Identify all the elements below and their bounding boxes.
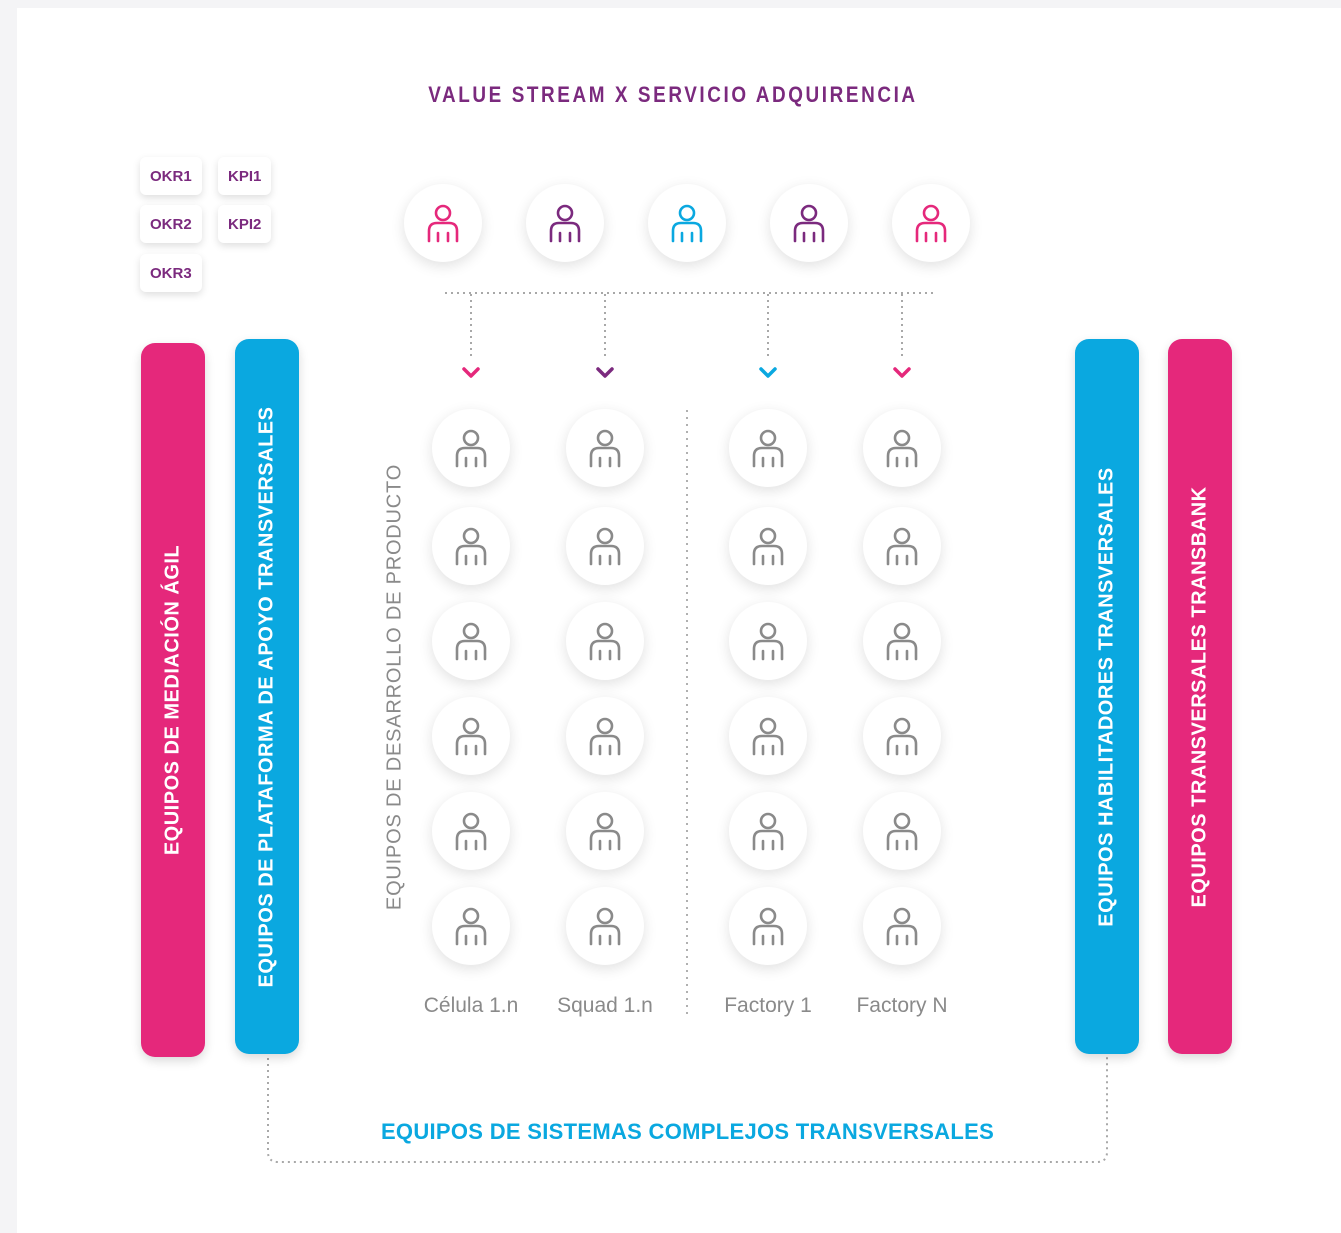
team-member-avatar — [729, 602, 807, 680]
team-member-avatar — [432, 507, 510, 585]
chevron-down-icon — [462, 367, 480, 378]
column-label-factory-n: Factory N — [856, 994, 948, 1017]
person-icon — [886, 527, 918, 566]
okr2-chip: OKR2 — [140, 205, 202, 243]
person-icon — [589, 622, 621, 661]
team-member-avatar — [729, 409, 807, 487]
person-icon — [455, 717, 487, 756]
person-icon — [455, 429, 487, 468]
person-icon — [752, 527, 784, 566]
chevron-down-icon — [893, 367, 911, 378]
person-icon — [886, 812, 918, 851]
person-icon — [886, 429, 918, 468]
team-member-avatar — [432, 792, 510, 870]
person-icon — [752, 812, 784, 851]
person-icon — [455, 907, 487, 946]
person-icon — [455, 812, 487, 851]
mediacion-agil-label: EQUIPOS DE MEDIACIÓN ÁGIL — [161, 544, 184, 856]
person-icon — [793, 204, 825, 243]
team-member-avatar — [566, 409, 644, 487]
person-icon — [589, 527, 621, 566]
transbank-bar: EQUIPOS TRANSVERSALES TRANSBANK — [1168, 339, 1232, 1054]
team-member-avatar — [863, 792, 941, 870]
habilitadores-bar: EQUIPOS HABILITADORES TRANSVERSALES — [1075, 339, 1139, 1054]
person-icon — [549, 204, 581, 243]
team-member-avatar — [729, 792, 807, 870]
person-icon — [752, 717, 784, 756]
mediacion-agil-bar: EQUIPOS DE MEDIACIÓN ÁGIL — [141, 343, 205, 1057]
person-icon — [886, 907, 918, 946]
stakeholder-avatar — [648, 184, 726, 262]
team-member-avatar — [566, 792, 644, 870]
team-member-avatar — [729, 887, 807, 965]
product-dev-label: EQUIPOS DE DESARROLLO DE PRODUCTO — [383, 463, 406, 911]
person-icon — [752, 907, 784, 946]
stakeholder-avatar — [526, 184, 604, 262]
person-icon — [589, 717, 621, 756]
team-member-avatar — [432, 887, 510, 965]
person-icon — [589, 907, 621, 946]
team-member-avatar — [863, 507, 941, 585]
arrow-group — [462, 367, 911, 378]
column-label-squad: Squad 1.n — [557, 994, 653, 1017]
person-icon — [427, 204, 459, 243]
person-icon — [455, 527, 487, 566]
team-member-avatar — [863, 697, 941, 775]
person-icon — [915, 204, 947, 243]
kpi2-chip: KPI2 — [218, 205, 272, 243]
team-member-avatar — [566, 697, 644, 775]
person-icon — [752, 429, 784, 468]
okr1-chip: OKR1 — [140, 157, 202, 195]
column-label-factory-1: Factory 1 — [724, 994, 812, 1017]
team-member-avatar — [863, 409, 941, 487]
diagram-title: VALUE STREAM X SERVICIO ADQUIRENCIA — [428, 82, 918, 107]
chevron-down-icon — [596, 367, 614, 378]
team-member-avatar — [566, 507, 644, 585]
chevron-down-icon — [759, 367, 777, 378]
column-label-celula: Célula 1.n — [423, 994, 519, 1017]
bottom-title: EQUIPOS DE SISTEMAS COMPLEJOS TRANSVERSA… — [380, 1119, 995, 1144]
team-member-avatar — [729, 507, 807, 585]
team-member-avatar — [863, 602, 941, 680]
habilitadores-label: EQUIPOS HABILITADORES TRANSVERSALES — [1095, 466, 1118, 927]
person-icon — [752, 622, 784, 661]
team-member-avatar — [566, 602, 644, 680]
plataforma-apoyo-bar: EQUIPOS DE PLATAFORMA DE APOYO TRANSVERS… — [235, 339, 299, 1054]
team-member-avatar — [729, 697, 807, 775]
person-icon — [886, 622, 918, 661]
bottom-bracket-line — [267, 1053, 1108, 1163]
team-member-avatar — [432, 409, 510, 487]
kpi1-chip: KPI1 — [218, 157, 272, 195]
team-member-avatar — [432, 697, 510, 775]
okr3-chip: OKR3 — [140, 254, 202, 292]
person-icon — [886, 717, 918, 756]
stakeholder-avatar — [404, 184, 482, 262]
stakeholder-avatar — [770, 184, 848, 262]
person-icon — [589, 812, 621, 851]
person-icon — [455, 622, 487, 661]
team-member-avatar — [863, 887, 941, 965]
person-icon — [589, 429, 621, 468]
transbank-label: EQUIPOS TRANSVERSALES TRANSBANK — [1188, 485, 1211, 908]
stakeholder-avatar — [892, 184, 970, 262]
plataforma-apoyo-label: EQUIPOS DE PLATAFORMA DE APOYO TRANSVERS… — [255, 406, 278, 987]
team-member-avatar — [432, 602, 510, 680]
team-member-avatar — [566, 887, 644, 965]
person-icon — [671, 204, 703, 243]
